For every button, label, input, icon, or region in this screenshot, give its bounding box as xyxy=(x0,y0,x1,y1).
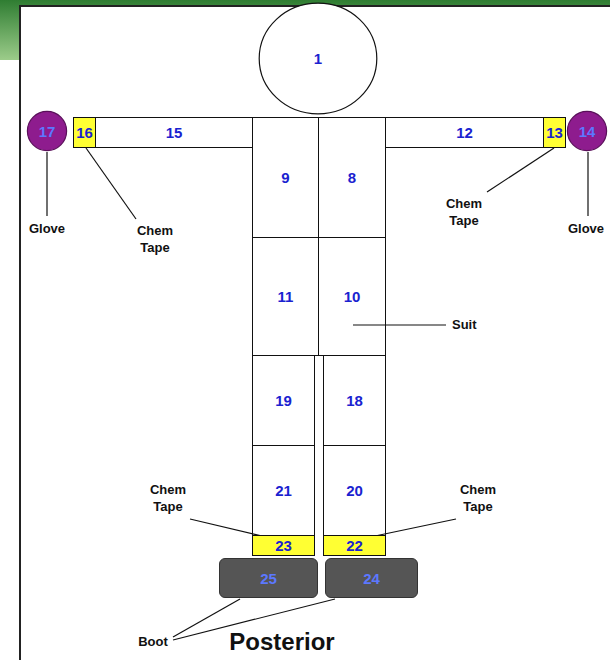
suit-zone-box: 19 xyxy=(252,355,315,446)
glove-shape xyxy=(567,111,606,150)
callout-number: 14 xyxy=(579,124,596,139)
callout-number: 19 xyxy=(275,393,292,408)
chem-tape-band: 16 xyxy=(73,117,96,148)
leader-line xyxy=(587,152,588,216)
leader-line xyxy=(86,148,136,219)
leader-line xyxy=(487,148,554,192)
head-circle: 1 xyxy=(258,2,378,115)
callout-number: 18 xyxy=(346,393,363,408)
chem-tape-band: 23 xyxy=(252,535,315,556)
callout-number: 10 xyxy=(344,289,361,304)
glove-circle: 17 xyxy=(27,111,67,151)
suit-zone-box: 8 xyxy=(318,117,386,238)
leader-line xyxy=(46,152,47,216)
part-label: Chem Tape xyxy=(139,482,197,516)
callout-number: 25 xyxy=(260,571,277,586)
suit-zone-box: 18 xyxy=(323,355,386,446)
suit-zone-box: 10 xyxy=(318,237,386,356)
chem-tape-band: 13 xyxy=(543,117,566,148)
callout-number: 16 xyxy=(76,125,93,140)
suit-zone-box: 20 xyxy=(323,445,386,536)
suit-zone-box: 12 xyxy=(385,117,544,148)
part-label: Chem Tape xyxy=(449,482,507,516)
suit-zone-box: 9 xyxy=(252,117,319,238)
chem-tape-band: 22 xyxy=(323,535,386,556)
suit-zone-box: 11 xyxy=(252,237,319,356)
part-label: Glove xyxy=(568,221,604,238)
boot-shape: 24 xyxy=(325,558,418,598)
callout-number: 24 xyxy=(363,571,380,586)
part-label: Chem Tape xyxy=(126,223,184,257)
leader-line xyxy=(375,519,456,536)
callout-number: 17 xyxy=(39,124,56,139)
part-label: Glove xyxy=(29,221,65,238)
callout-number: 21 xyxy=(275,483,292,498)
callout-number: 1 xyxy=(314,51,322,66)
callout-number: 9 xyxy=(281,170,289,185)
head-shape xyxy=(259,3,377,114)
boot-shape: 25 xyxy=(219,558,318,598)
leader-line xyxy=(353,324,446,325)
suit-zone-box: 15 xyxy=(95,117,253,148)
part-label: Boot xyxy=(138,634,168,651)
view-title: Posterior xyxy=(229,628,334,656)
part-label: Chem Tape xyxy=(435,196,493,230)
part-label: Suit xyxy=(452,317,477,334)
callout-number: 15 xyxy=(166,125,183,140)
callout-number: 11 xyxy=(278,289,294,304)
suit-zone-box: 21 xyxy=(252,445,315,536)
glove-circle: 14 xyxy=(567,111,607,151)
callout-number: 8 xyxy=(348,170,356,185)
callout-number: 20 xyxy=(346,483,363,498)
callout-number: 13 xyxy=(546,125,563,140)
callout-number: 12 xyxy=(456,125,473,140)
callout-number: 22 xyxy=(346,538,363,553)
callout-number: 23 xyxy=(275,538,292,553)
glove-shape xyxy=(27,111,66,150)
